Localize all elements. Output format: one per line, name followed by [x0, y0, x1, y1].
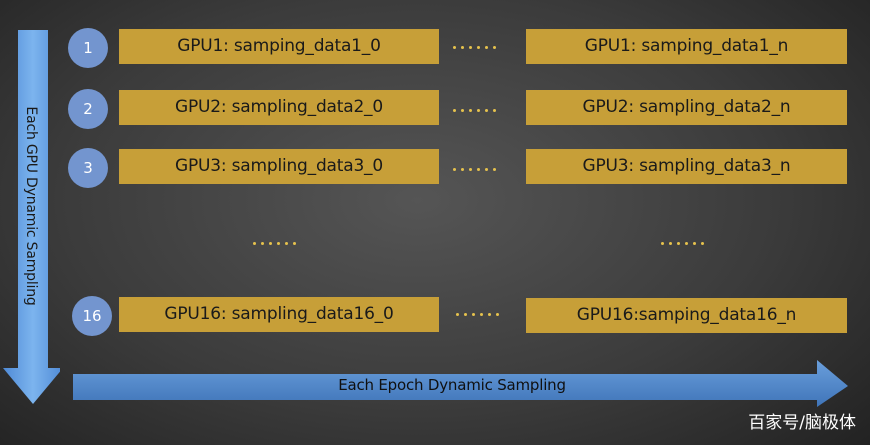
watermark-text: 百家号/脑极体 [748, 413, 856, 433]
first-sample-box: GPU1: samping_data1_0 [119, 29, 439, 64]
gpu-row-16: 16 GPU16: sampling_data16_0 GPU16:sampin… [0, 296, 870, 336]
ellipsis-dots [453, 168, 496, 172]
gpu-number-badge: 16 [72, 296, 112, 336]
ellipsis-dots-right-column [661, 242, 704, 246]
gpu-sampling-arrow [3, 30, 60, 404]
epoch-sampling-label: Each Epoch Dynamic Sampling [338, 376, 566, 394]
gpu-number-badge: 2 [68, 89, 108, 129]
gpu-row-2: 2 GPU2: sampling_data2_0 GPU2: sampling_… [0, 89, 870, 129]
first-sample-box: GPU2: sampling_data2_0 [119, 90, 439, 125]
epoch-sampling-arrow [73, 360, 848, 407]
ellipsis-dots-left-column [253, 242, 296, 246]
last-sample-box: GPU16:samping_data16_n [526, 298, 847, 333]
ellipsis-dots [453, 46, 496, 50]
first-sample-box: GPU3: sampling_data3_0 [119, 149, 439, 184]
gpu-row-1: 1 GPU1: samping_data1_0 GPU1: samping_da… [0, 28, 870, 68]
last-sample-box: GPU3: sampling_data3_n [526, 149, 847, 184]
gpu-number-badge: 1 [68, 28, 108, 68]
first-sample-box: GPU16: sampling_data16_0 [119, 297, 439, 332]
last-sample-box: GPU1: samping_data1_n [526, 29, 847, 64]
last-sample-box: GPU2: sampling_data2_n [526, 90, 847, 125]
gpu-number-badge: 3 [68, 148, 108, 188]
ellipsis-dots [456, 313, 499, 317]
gpu-row-3: 3 GPU3: sampling_data3_0 GPU3: sampling_… [0, 148, 870, 188]
ellipsis-dots [453, 109, 496, 113]
gpu-sampling-label: Each GPU Dynamic Sampling [23, 106, 39, 306]
